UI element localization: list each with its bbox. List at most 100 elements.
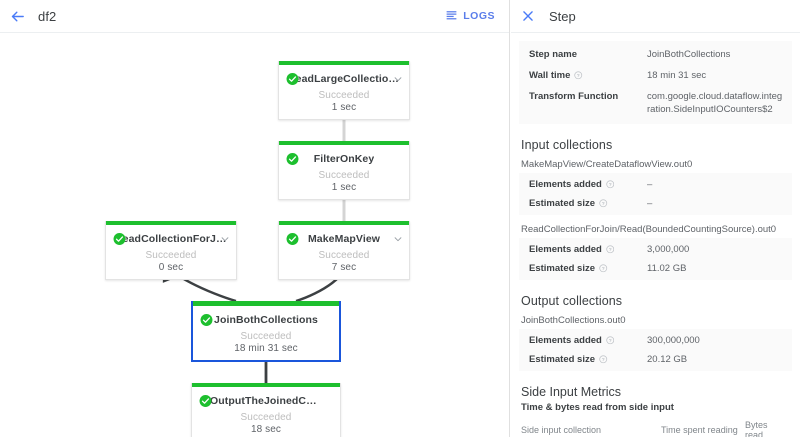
node-status: Succeeded bbox=[318, 90, 370, 101]
collection-name: JoinBothCollections.out0 bbox=[521, 315, 626, 326]
node-header: MakeMapView bbox=[279, 229, 409, 249]
output-collections-heading: Output collections bbox=[521, 294, 623, 308]
logs-label: LOGS bbox=[463, 9, 495, 22]
node-title: MakeMapView bbox=[307, 233, 381, 245]
node-status: Succeeded bbox=[240, 412, 292, 423]
node-duration: 18 sec bbox=[250, 424, 282, 435]
chevron-down-icon[interactable] bbox=[393, 74, 403, 84]
svg-text:?: ? bbox=[609, 182, 612, 188]
help-icon[interactable]: ? bbox=[574, 71, 583, 80]
metric-value: 11.02 GB bbox=[647, 263, 687, 274]
metric-row: Elements added?– bbox=[519, 175, 792, 194]
help-icon[interactable]: ? bbox=[599, 199, 608, 208]
node-duration: 0 sec bbox=[158, 262, 184, 273]
panel-header: Step bbox=[511, 0, 800, 33]
svg-text:?: ? bbox=[602, 201, 605, 207]
logs-button[interactable]: LOGS bbox=[442, 7, 498, 24]
graph-edges bbox=[162, 94, 350, 383]
node-status-bar bbox=[279, 61, 409, 65]
node-title: JoinBothCollections bbox=[214, 314, 318, 326]
metric-row: Estimated size?11.02 GB bbox=[519, 259, 792, 278]
help-icon[interactable]: ? bbox=[599, 264, 608, 273]
status-success-icon bbox=[286, 233, 299, 245]
chevron-down-icon[interactable] bbox=[220, 234, 230, 244]
summary-row: Wall time?18 min 31 sec bbox=[519, 65, 792, 86]
node-duration: 1 sec bbox=[331, 102, 357, 113]
status-success-icon bbox=[199, 395, 212, 408]
metric-row: Estimated size?– bbox=[519, 194, 792, 213]
metric-label: Estimated size? bbox=[529, 263, 647, 274]
status-success-icon bbox=[113, 233, 126, 245]
chevron-down-icon[interactable] bbox=[393, 234, 403, 244]
svg-text:?: ? bbox=[609, 247, 612, 253]
status-success-icon bbox=[199, 395, 212, 407]
node-status-bar bbox=[279, 221, 409, 225]
metric-value: – bbox=[647, 179, 653, 190]
arrow-left-icon[interactable] bbox=[0, 0, 34, 33]
node-title: ReadCollectionForJoin bbox=[115, 233, 227, 245]
node-status: Succeeded bbox=[318, 250, 370, 261]
node-header: ReadCollectionForJoin bbox=[106, 229, 236, 249]
node-header: ReadLargeCollectionFr... bbox=[279, 69, 409, 89]
side-input-metrics-heading: Side Input Metrics bbox=[521, 385, 622, 399]
svg-text:?: ? bbox=[602, 357, 605, 363]
collection-name: MakeMapView/CreateDataflowView.out0 bbox=[521, 159, 693, 170]
top-app-bar: df2 LOGS bbox=[0, 0, 509, 33]
summary-value: com.google.cloud.dataflow.integration.Si… bbox=[647, 91, 783, 115]
side-input-metrics-section: Side Input Metrics Time & bytes read fro… bbox=[519, 385, 792, 437]
status-success-icon bbox=[113, 233, 126, 246]
node-header: OutputTheJoinedCollec... bbox=[192, 391, 340, 411]
metric-value: 3,000,000 bbox=[647, 244, 690, 255]
summary-row: Transform Function com.google.cloud.dataf… bbox=[519, 86, 792, 120]
output-collections-section: Output collections JoinBothCollections.o… bbox=[519, 294, 792, 371]
summary-row: Step name JoinBothCollections bbox=[519, 44, 792, 65]
job-graph-pane: df2 LOGS bbox=[0, 0, 510, 437]
help-icon[interactable]: ? bbox=[599, 355, 608, 364]
node-title: ReadLargeCollectionFr... bbox=[288, 73, 400, 85]
node-title: OutputTheJoinedCollec... bbox=[210, 395, 322, 407]
summary-value: JoinBothCollections bbox=[647, 49, 731, 60]
input-collections-section: Input collections MakeMapView/CreateData… bbox=[519, 138, 792, 280]
metric-label: Estimated size? bbox=[529, 198, 647, 209]
node-duration: 1 sec bbox=[331, 182, 357, 193]
logs-list-icon bbox=[446, 11, 457, 20]
status-success-icon bbox=[286, 73, 299, 85]
summary-label: Step name bbox=[529, 49, 578, 60]
help-icon[interactable]: ? bbox=[606, 336, 615, 345]
node-status-bar bbox=[106, 221, 236, 225]
metric-label: Elements added? bbox=[529, 244, 647, 255]
summary-label: Transform Function bbox=[529, 91, 619, 102]
node-duration: 7 sec bbox=[331, 262, 357, 273]
node-duration: 18 min 31 sec bbox=[234, 343, 298, 354]
group-spacer bbox=[519, 215, 792, 224]
close-icon[interactable] bbox=[511, 9, 545, 23]
panel-title: Step bbox=[549, 8, 576, 24]
collection-metrics-table: Elements added?–Estimated size?– bbox=[519, 173, 792, 215]
node-header: JoinBothCollections bbox=[193, 310, 339, 330]
status-success-icon bbox=[286, 153, 299, 165]
collection-name: ReadCollectionForJoin/Read(BoundedCounti… bbox=[521, 224, 777, 235]
node-header: FilterOnKey bbox=[279, 149, 409, 169]
metric-row: Elements added?300,000,000 bbox=[519, 331, 792, 350]
node-status-bar bbox=[192, 383, 340, 387]
help-icon[interactable]: ? bbox=[606, 180, 615, 189]
metric-label: Estimated size? bbox=[529, 354, 647, 365]
help-icon[interactable]: ? bbox=[606, 245, 615, 254]
svg-text:?: ? bbox=[577, 73, 580, 79]
summary-label: Wall time? bbox=[529, 69, 647, 82]
node-status-bar bbox=[193, 301, 339, 306]
